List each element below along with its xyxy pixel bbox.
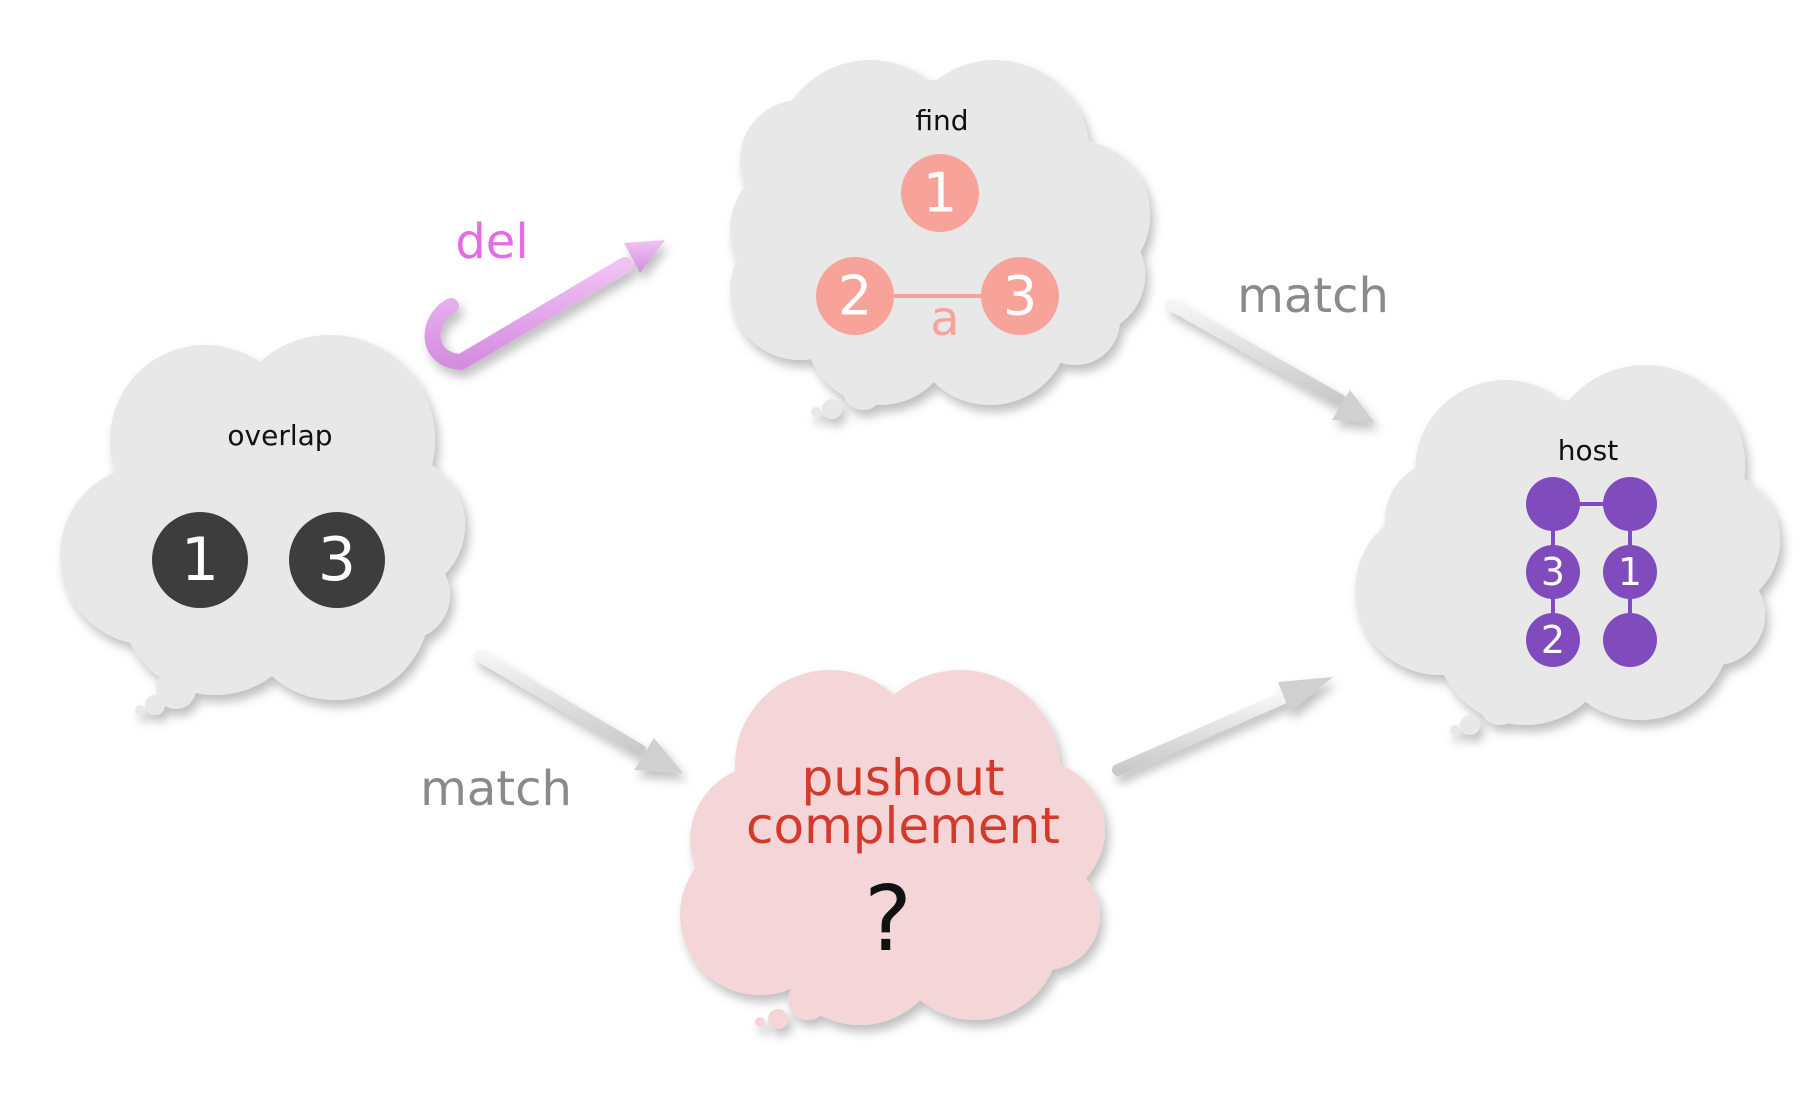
find-node-3: 3 xyxy=(981,257,1059,335)
find-node-3-label: 3 xyxy=(1003,265,1037,328)
find-node-1-label: 1 xyxy=(923,162,957,225)
host-node-1-label: 1 xyxy=(1618,550,1642,594)
pushout-question-mark: ? xyxy=(864,867,912,972)
find-node-1: 1 xyxy=(901,154,979,232)
pushout-label-line2: complement xyxy=(746,797,1060,855)
find-title: find xyxy=(915,104,968,137)
overlap-cloud: overlap 1 3 xyxy=(60,335,465,715)
find-node-2: 2 xyxy=(816,257,894,335)
find-edge-label: a xyxy=(930,291,959,347)
match-top-arrow xyxy=(1166,299,1375,423)
host-node-2: 2 xyxy=(1526,613,1580,667)
host-node-3-label: 3 xyxy=(1541,550,1565,594)
pushout-cloud-shape xyxy=(680,670,1105,1029)
host-cloud-shape xyxy=(1355,365,1780,735)
overlap-node-3-label: 3 xyxy=(318,525,356,595)
del-label: del xyxy=(455,214,528,270)
match-bottom-arrow xyxy=(474,650,683,773)
pushout-cloud: pushout complement ? xyxy=(680,670,1105,1029)
overlap-node-1-label: 1 xyxy=(181,525,219,595)
match-bottom-label: match xyxy=(420,761,572,817)
pushout-label-line1: pushout xyxy=(801,749,1004,807)
overlap-node-3: 3 xyxy=(289,512,385,608)
host-node-top-left xyxy=(1526,477,1580,531)
host-node-bottom-right xyxy=(1603,613,1657,667)
overlap-node-1: 1 xyxy=(152,512,248,608)
pushout-to-host-arrow xyxy=(1112,677,1333,776)
host-node-1: 1 xyxy=(1603,545,1657,599)
del-arrow xyxy=(424,240,665,370)
find-cloud: find a 1 2 3 xyxy=(730,60,1150,419)
host-node-top-right xyxy=(1603,477,1657,531)
host-cloud: host 3 1 2 xyxy=(1355,365,1780,735)
host-node-2-label: 2 xyxy=(1541,618,1565,662)
find-node-2-label: 2 xyxy=(838,265,872,328)
host-node-3: 3 xyxy=(1526,545,1580,599)
overlap-cloud-shape xyxy=(60,335,465,715)
overlap-title: overlap xyxy=(227,419,332,452)
host-title: host xyxy=(1558,434,1618,467)
match-top-label: match xyxy=(1237,268,1389,324)
